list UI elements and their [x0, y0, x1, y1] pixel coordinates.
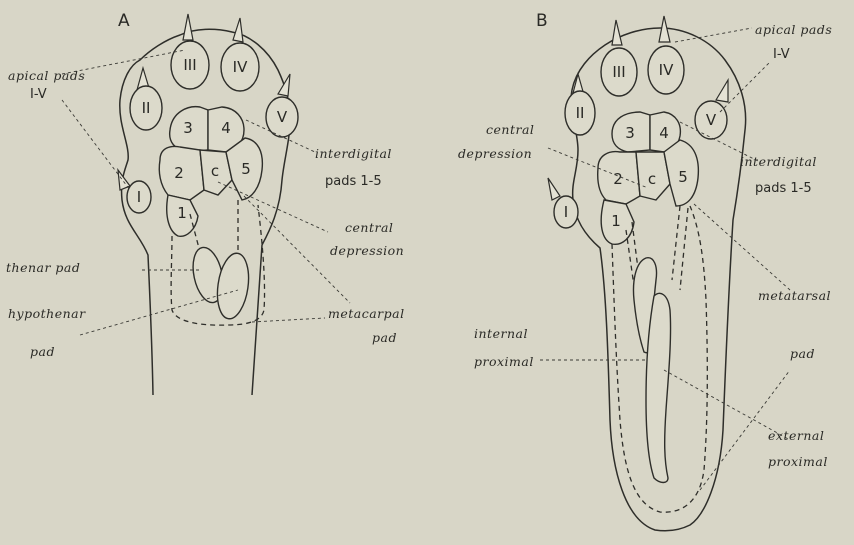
panel-a-label-depression: depression — [330, 243, 404, 258]
panel-a-leader-metacarpal-base — [252, 318, 325, 322]
panel-b-leader-apical-iv — [675, 28, 752, 42]
panel-b-interdigital-label-5: 5 — [678, 168, 688, 186]
panel-b: B III IV II V I 3 4 2 c 5 1 — [458, 11, 832, 531]
panel-b-label-depression: depression — [458, 146, 532, 161]
panel-a-apical-label-iii: III — [183, 56, 196, 74]
panel-a-label-metacarpal: metacarpal — [328, 306, 405, 321]
panel-a-interdigital-label-1: 1 — [177, 204, 187, 222]
panel-a-claw-iv — [233, 18, 243, 42]
panel-b-label-apical-pads: apical pads — [755, 22, 832, 37]
panel-b-interdigital-label-2: 2 — [613, 170, 623, 188]
panel-a-letter: A — [118, 11, 130, 31]
panel-b-external-proximal-pad — [646, 293, 671, 482]
panel-a-label-interdigital: interdigital — [315, 146, 392, 161]
panel-b-leader-metatarsal — [694, 204, 790, 290]
panel-a-label-apical-range: I-V — [30, 87, 47, 102]
panel-b-label-apical-range: I-V — [773, 47, 790, 62]
panel-a-claw-iii — [183, 14, 193, 40]
panel-a-label-central: central — [345, 220, 393, 235]
panel-b-label-metatarsal-pad: pad — [790, 346, 815, 361]
panel-a-apical-label-v: V — [277, 108, 288, 126]
panel-a-interdigital-label-4: 4 — [221, 119, 231, 137]
panel-a-leader-hypothenar — [80, 290, 238, 335]
panel-b-label-metatarsal: metatarsal — [758, 288, 831, 303]
panel-b-apical-label-i: I — [564, 203, 568, 221]
panel-b-letter: B — [536, 11, 548, 31]
panel-a-apical-label-ii: II — [142, 99, 151, 117]
panel-b-guide-right-b — [680, 208, 688, 290]
panel-b-label-internal: internal — [474, 326, 528, 341]
panel-a-interdigital-label-c: c — [211, 162, 219, 180]
panel-b-label-internal-proximal: proximal — [474, 354, 534, 369]
panel-a-claw-v — [278, 74, 290, 96]
panel-a-label-thenar: thenar pad — [6, 260, 80, 275]
panel-b-interdigital-label-3: 3 — [625, 124, 635, 142]
panel-b-label-external: external — [768, 428, 824, 443]
panel-b-interdigital-label-4: 4 — [659, 124, 669, 142]
panel-a-label-hypothenar: hypothenar — [8, 306, 86, 321]
panel-b-label-central: central — [486, 122, 534, 137]
panel-b-interdigital-label-1: 1 — [611, 212, 621, 230]
panel-b-label-external-proximal: proximal — [768, 454, 828, 469]
panel-a-label-hypothenar-pad: pad — [30, 344, 55, 359]
panel-a-apical-label-iv: IV — [233, 58, 248, 76]
panel-a-leader-central — [218, 182, 328, 232]
panel-b-apical-label-iv: IV — [659, 61, 674, 79]
panel-b-guide-right-a — [672, 206, 680, 280]
panel-a-label-metacarpal-pad: pad — [372, 330, 397, 345]
panel-a-label-apical-pads: apical pads — [8, 68, 85, 83]
panel-a-apical-label-i: I — [137, 188, 141, 206]
panel-b-label-interdigital: interdigital — [740, 154, 817, 169]
panel-a-label-interdigital-range: pads 1-5 — [325, 174, 382, 189]
panel-a: A III IV II V I 3 4 2 c 5 1 — [6, 11, 405, 395]
panel-b-apical-label-iii: III — [612, 63, 625, 81]
panel-a-interdigital-label-3: 3 — [183, 119, 193, 137]
panel-a-interdigital-label-5: 5 — [241, 160, 251, 178]
panel-b-claw-v — [716, 80, 728, 102]
panel-b-claw-i — [548, 178, 560, 200]
panel-b-apical-label-ii: II — [576, 104, 585, 122]
panel-b-claw-iii — [612, 20, 622, 45]
panel-b-apical-label-v: V — [706, 111, 717, 129]
panel-b-interdigital-label-c: c — [648, 170, 656, 188]
panel-a-hypothenar-pad — [214, 251, 253, 321]
panel-b-label-interdigital-range: pads 1-5 — [755, 181, 812, 196]
panel-a-interdigital-label-2: 2 — [174, 164, 184, 182]
